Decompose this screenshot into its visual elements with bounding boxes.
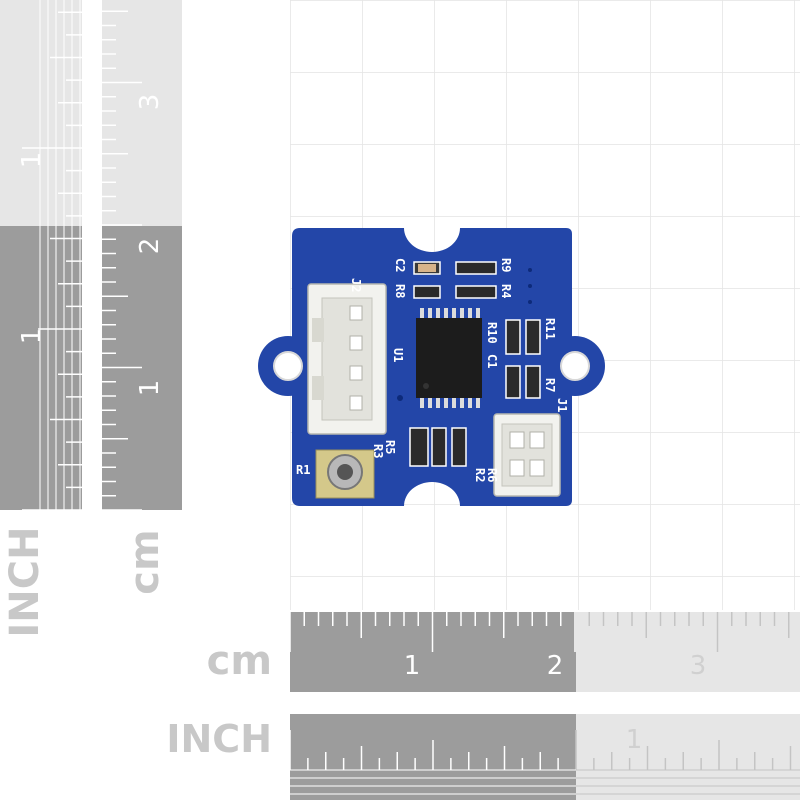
vertical-cm-number-3: 3 — [135, 94, 165, 111]
horizontal-cm-number-1: 1 — [404, 651, 421, 681]
horizontal-inch-ruler: 1 — [289, 714, 800, 800]
horizontal-inch-label: INCH — [166, 717, 272, 761]
silk-j1: J1 — [555, 398, 569, 412]
silk-r10: R10 — [485, 322, 499, 344]
vertical-cm-ruler: 3 2 1 — [102, 0, 182, 511]
vertical-cm-label: cm — [122, 529, 168, 594]
j1-connector — [493, 413, 561, 497]
ic-pin — [420, 308, 424, 320]
ic-pin — [436, 396, 440, 408]
u1-ic-pins — [420, 308, 480, 408]
vertical-inch-number-upper: 1 — [17, 152, 47, 169]
vertical-inch-label: INCH — [2, 526, 48, 637]
ic-pin — [460, 396, 464, 408]
silk-r6: R6 — [485, 468, 499, 482]
horizontal-inch-ruler-ticks — [289, 730, 800, 795]
silk-r1: R1 — [296, 463, 310, 477]
horizontal-cm-ruler-ticks — [289, 612, 790, 652]
silk-r2: R2 — [473, 468, 487, 482]
silk-r5: R5 — [383, 440, 397, 454]
silk-r7: R7 — [543, 378, 557, 392]
vertical-cm-number-2: 2 — [135, 238, 165, 255]
ic-pin — [452, 396, 456, 408]
ic-pin — [452, 308, 456, 320]
ic-pin — [428, 308, 432, 320]
u1-ic-chip — [416, 308, 482, 408]
vertical-inch-ruler-ticks — [22, 0, 82, 511]
silk-r8: R8 — [393, 284, 407, 298]
horizontal-cm-number-3: 3 — [690, 651, 707, 681]
left-mounting-hole — [273, 351, 303, 381]
silk-u1: U1 — [391, 348, 405, 362]
vertical-inch-ruler: 1 1 — [0, 0, 82, 511]
ic-pin — [460, 308, 464, 320]
ic-pin — [468, 308, 472, 320]
ic-pin — [444, 308, 448, 320]
horizontal-cm-label: cm — [207, 638, 272, 684]
vertical-cm-ruler-ticks — [102, 10, 142, 511]
ic-pin — [476, 308, 480, 320]
ic-pin — [468, 396, 472, 408]
j2-connector — [307, 283, 387, 435]
horizontal-cm-number-2: 2 — [547, 651, 564, 681]
silk-c2: C2 — [393, 258, 407, 272]
r1-potentiometer — [315, 449, 375, 499]
ic-pin — [428, 396, 432, 408]
horizontal-inch-number-1: 1 — [626, 725, 643, 755]
smd-components — [397, 261, 541, 467]
horizontal-cm-ruler: 1 2 3 — [289, 612, 800, 692]
silk-r9: R9 — [499, 258, 513, 272]
silk-c1: C1 — [485, 354, 499, 368]
silk-r11: R11 — [543, 318, 557, 340]
vertical-inch-number-lower: 1 — [17, 328, 47, 345]
grove-sensor-board: J2 J1 U1 R1 R2 R3 R4 R5 R6 R7 R8 R9 R10 … — [258, 228, 605, 506]
ic-pin — [420, 396, 424, 408]
ic-pin — [444, 396, 448, 408]
ic-pin — [476, 396, 480, 408]
silk-r3: R3 — [371, 444, 385, 458]
right-mounting-hole — [560, 351, 590, 381]
silk-r4: R4 — [499, 284, 513, 298]
vertical-cm-number-1: 1 — [135, 380, 165, 397]
ic-pin — [436, 308, 440, 320]
silk-j2: J2 — [349, 278, 363, 292]
